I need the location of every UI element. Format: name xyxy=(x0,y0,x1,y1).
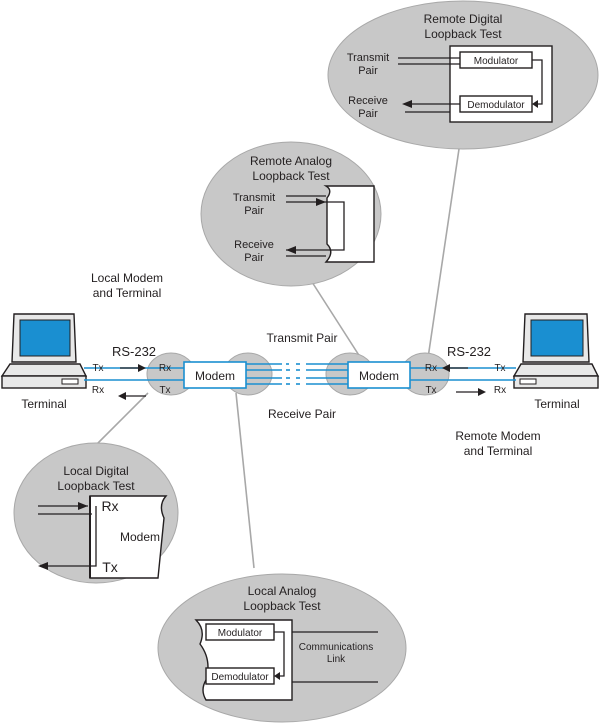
receive-label-2: Pair xyxy=(358,108,378,120)
la-modulator-label: Modulator xyxy=(218,628,263,639)
comm-link-label-2: Link xyxy=(327,654,346,665)
ra-transmit-1: Transmit xyxy=(233,192,275,204)
remote-digital-title-2: Loopback Test xyxy=(424,27,502,41)
ld-modem-label: Modem xyxy=(120,530,160,544)
remote-digital-connector xyxy=(427,121,464,359)
remote-analog-title-1: Remote Analog xyxy=(250,154,332,168)
remote-modem-name: Modem xyxy=(359,369,399,383)
ra-receive-1: Receive xyxy=(234,239,274,251)
local-analog-title-1: Local Analog xyxy=(248,584,317,598)
local-terminal: Terminal xyxy=(0,313,88,411)
remote-modem-label-1: Remote Modem xyxy=(455,429,540,443)
remote-analog-connector xyxy=(311,281,363,361)
remote-modem-label-2: and Terminal xyxy=(464,444,532,458)
local-screen xyxy=(19,319,71,357)
local-digital-loopback: Local Digital Loopback Test Rx Tx Modem xyxy=(13,442,179,584)
local-term-tx: Tx xyxy=(92,363,103,374)
remote-digital-loopback: Remote Digital Loopback Test Modulator D… xyxy=(327,0,599,150)
loop-arrow xyxy=(532,100,538,108)
transmit-label-1: Transmit xyxy=(347,52,389,64)
remote-terminal-label: Terminal xyxy=(534,397,579,411)
local-digital-title-1: Local Digital xyxy=(63,464,128,478)
local-analog-connector xyxy=(235,392,255,569)
ld-tx-label: Tx xyxy=(102,559,118,575)
receive-pair-label: Receive Pair xyxy=(268,407,336,421)
la-demodulator-label: Demodulator xyxy=(211,672,269,683)
local-modem xyxy=(183,361,247,389)
receive-label-1: Receive xyxy=(348,95,388,107)
local-digital-modem-edge xyxy=(89,495,168,579)
local-analog-loopback: Local Analog Loopback Test Modulator Dem… xyxy=(157,573,407,723)
transmit-pair-label: Transmit Pair xyxy=(267,331,338,345)
remote-modem-tx: Tx xyxy=(425,385,436,396)
local-term-rx: Rx xyxy=(92,385,104,396)
ld-rx-label: Rx xyxy=(101,498,118,514)
loop-path xyxy=(532,59,543,105)
remote-rs232-label: RS-232 xyxy=(447,344,491,359)
local-digital-connector xyxy=(92,392,149,449)
remote-term-rx: Rx xyxy=(494,385,506,396)
remote-term-tx: Tx xyxy=(494,363,505,374)
remote-analog-title-2: Loopback Test xyxy=(252,169,330,183)
local-digital-title-2: Loopback Test xyxy=(57,479,135,493)
comm-link-label-1: Communications xyxy=(299,642,373,653)
local-modem-rx: Rx xyxy=(159,363,171,374)
ra-transmit-2: Pair xyxy=(244,205,264,217)
remote-modem xyxy=(347,361,411,389)
local-terminal-label: Terminal xyxy=(21,397,66,411)
ra-receive-2: Pair xyxy=(244,252,264,264)
local-modem-tx: Tx xyxy=(159,385,170,396)
remote-modem-rx: Rx xyxy=(425,363,437,374)
local-rs232-label: RS-232 xyxy=(112,344,156,359)
receive-arrow xyxy=(402,100,412,108)
remote-terminal: Terminal xyxy=(512,313,600,411)
local-analog-title-2: Loopback Test xyxy=(243,599,321,613)
remote-digital-title-1: Remote Digital xyxy=(424,12,503,26)
demodulator-label: Demodulator xyxy=(467,100,525,111)
remote-screen xyxy=(530,319,584,357)
remote-analog-loopback: Remote Analog Loopback Test Transmit Pai… xyxy=(200,141,382,287)
local-modem-name: Modem xyxy=(195,369,235,383)
local-modem-label-1: Local Modem xyxy=(91,271,163,285)
remote-analog-modem-edge xyxy=(323,185,375,263)
modulator-label: Modulator xyxy=(474,56,519,67)
local-modem-label-2: and Terminal xyxy=(93,286,161,300)
transmit-label-2: Pair xyxy=(358,65,378,77)
